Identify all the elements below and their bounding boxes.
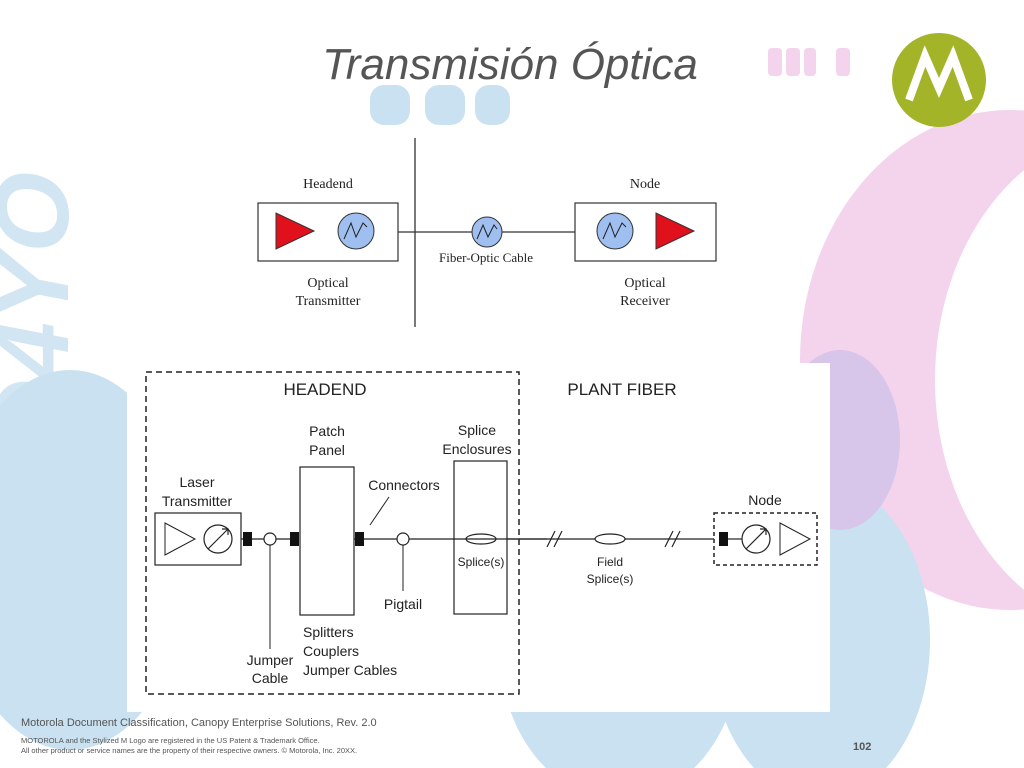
footer-trademark-line-2: All other product or service names are t…: [21, 746, 358, 755]
footer-trademark: MOTOROLA and the Stylized M Logo are reg…: [21, 736, 357, 756]
splitters-label-2: Couplers: [303, 643, 359, 659]
headend-plant-diagram: HEADEND PLANT FIBER Laser Transmitter Pa…: [127, 363, 830, 712]
pigtail-ring: [396, 532, 410, 546]
node-label: Node: [630, 177, 660, 192]
connector-1: [243, 532, 252, 546]
fiber-cable-icon: [471, 216, 503, 248]
patch-panel-box: [299, 466, 355, 616]
patch-panel-label-2: Panel: [309, 442, 345, 458]
patch-panel-label-1: Patch: [309, 423, 345, 439]
transmitter-triangle-icon: [275, 212, 316, 250]
motorola-logo-icon: [892, 33, 986, 127]
headend-title: HEADEND: [283, 380, 366, 399]
optical-link-diagram: Headend Node Fiber-Optic Cable Optical T…: [257, 138, 717, 327]
laser-diode-icon: [203, 524, 233, 554]
transmitter-label-1: Optical: [307, 276, 348, 291]
connector-2: [290, 532, 299, 546]
connectors-label: Connectors: [368, 477, 440, 493]
laser-triangle-icon: [164, 522, 197, 556]
cable-break-1: [546, 530, 563, 548]
laser-label-2: Transmitter: [162, 493, 233, 509]
pink-squares: [768, 48, 850, 76]
splitters-label-3: Jumper Cables: [303, 662, 397, 678]
jumper-ring: [263, 532, 277, 546]
node-connector: [719, 532, 728, 546]
watermark-text: MOTO4YO: [0, 172, 91, 690]
photodiode-icon: [337, 212, 375, 250]
jumper-label-1: Jumper: [247, 652, 294, 668]
splices-label: Splice(s): [458, 555, 505, 569]
field-splice-label-1: Field: [597, 555, 623, 569]
node-diode-icon: [741, 524, 771, 554]
splice-enclosures-label-1: Splice: [458, 422, 496, 438]
receiver-triangle-icon: [655, 212, 696, 250]
receiver-photodiode-icon: [596, 212, 634, 250]
page-number: 102: [853, 741, 872, 753]
laser-label-1: Laser: [179, 474, 214, 490]
splitters-label-1: Splitters: [303, 624, 354, 640]
headend-region: [145, 371, 520, 695]
receiver-label-1: Optical: [624, 276, 665, 291]
footer-classification: Motorola Document Classification, Canopy…: [21, 717, 377, 729]
splice-enclosures-label-2: Enclosures: [442, 441, 511, 457]
node-label: Node: [748, 492, 782, 508]
transmitter-label-2: Transmitter: [296, 294, 361, 309]
footer-trademark-line-1: MOTOROLA and the Stylized M Logo are reg…: [21, 736, 320, 745]
field-splice-oval: [594, 533, 626, 545]
plant-fiber-title: PLANT FIBER: [567, 380, 676, 399]
receiver-box: [574, 202, 717, 262]
slide-title: Transmisión Óptica: [322, 40, 698, 89]
connector-3: [355, 532, 364, 546]
headend-label: Headend: [303, 177, 353, 192]
cable-break-2: [664, 530, 681, 548]
jumper-label-2: Cable: [252, 670, 289, 686]
node-triangle-icon: [779, 522, 812, 556]
field-splice-label-2: Splice(s): [587, 572, 634, 586]
receiver-label-2: Receiver: [620, 294, 670, 309]
pigtail-label: Pigtail: [384, 596, 422, 612]
fiber-cable-label: Fiber-Optic Cable: [439, 250, 533, 265]
transmitter-box: [257, 202, 399, 262]
